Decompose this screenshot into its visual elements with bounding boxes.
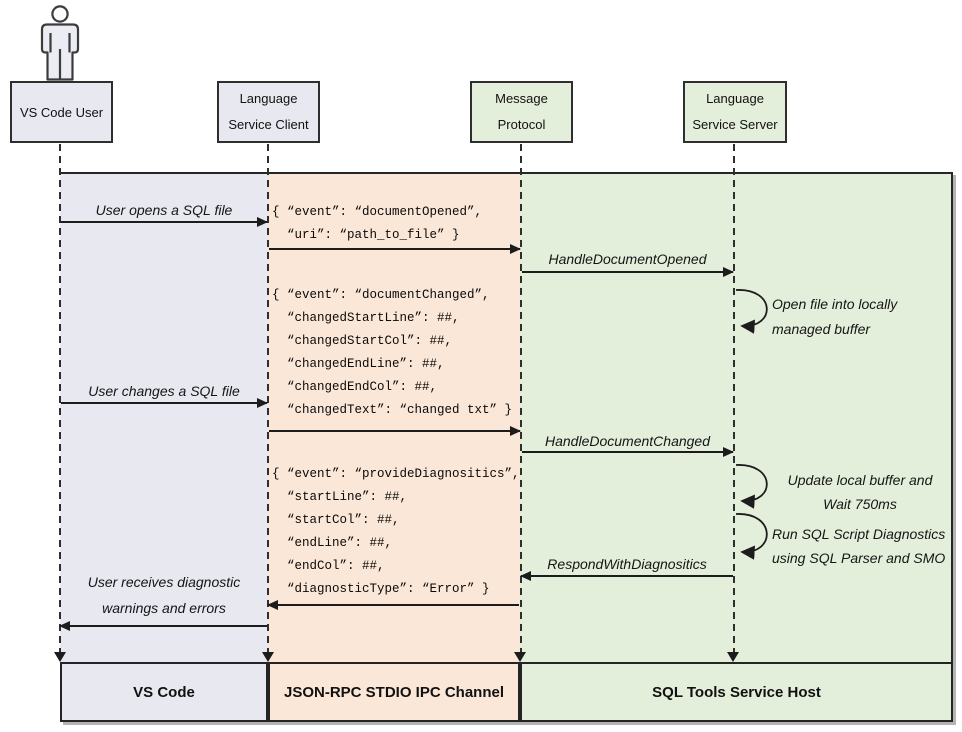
lane-service-host-background bbox=[520, 174, 951, 722]
note-run-diagnostics: Run SQL Script Diagnostics using SQL Par… bbox=[772, 526, 946, 566]
actor-box-language-service-server: Language Service Server bbox=[683, 81, 787, 143]
arrow-user-opens-sql-file bbox=[61, 217, 268, 227]
actor-label-line2: Protocol bbox=[497, 117, 546, 132]
lane-box-ipc-channel: JSON-RPC STDIO IPC Channel bbox=[268, 662, 520, 722]
actor-box-vscode-user: VS Code User bbox=[10, 81, 113, 143]
swimlane-band bbox=[60, 172, 953, 722]
payload-document-changed: { “event”: “documentChanged”, “changedSt… bbox=[272, 288, 513, 417]
label-respond-with-diagnostics: RespondWithDiagnositics bbox=[547, 556, 707, 572]
note-open-file: Open file into locally managed buffer bbox=[772, 296, 898, 337]
person-icon bbox=[40, 5, 80, 81]
actor-label-line1: Language bbox=[706, 91, 764, 106]
lane-box-service-host: SQL Tools Service Host bbox=[520, 662, 953, 722]
arrow-document-opened-payload bbox=[269, 244, 521, 254]
lifeline-end-arrow-user bbox=[54, 652, 66, 662]
lane-ipc-channel-background bbox=[268, 174, 520, 722]
lane-vscode-background bbox=[60, 174, 268, 722]
lifeline-end-arrow-client bbox=[262, 652, 274, 662]
label-user-opens: User opens a SQL file bbox=[95, 202, 233, 218]
lifeline-language-service-client bbox=[267, 144, 269, 654]
arrow-user-changes-sql-file bbox=[61, 398, 268, 408]
lifeline-end-arrow-server bbox=[727, 652, 739, 662]
lifeline-message-protocol bbox=[520, 144, 522, 654]
arrow-handle-document-changed bbox=[522, 447, 734, 457]
arrow-diagnostics-to-client bbox=[267, 600, 519, 610]
lane-label: VS Code bbox=[133, 683, 195, 701]
actor-label-line2: Service Client bbox=[228, 117, 309, 132]
actor-box-language-service-client: Language Service Client bbox=[217, 81, 320, 143]
lane-label: SQL Tools Service Host bbox=[652, 683, 821, 701]
label-user-changes: User changes a SQL file bbox=[88, 383, 240, 399]
arrow-respond-with-diagnostics bbox=[520, 571, 733, 581]
label-handle-document-changed: HandleDocumentChanged bbox=[545, 433, 710, 449]
arrow-document-changed-payload bbox=[269, 426, 521, 436]
lifeline-language-service-server bbox=[733, 144, 735, 654]
arrow-handle-document-opened bbox=[522, 267, 734, 277]
payload-document-opened: { “event”: “documentOpened”, “uri”: “pat… bbox=[272, 205, 483, 242]
lifeline-vscode-user bbox=[59, 144, 61, 654]
actor-label-line1: Language bbox=[239, 91, 298, 106]
label-user-receives: User receives diagnostic warnings and er… bbox=[87, 574, 241, 616]
label-handle-document-opened: HandleDocumentOpened bbox=[548, 251, 707, 267]
lane-box-vscode: VS Code bbox=[60, 662, 268, 722]
payload-provide-diagnostics: { “event”: “provideDiagnositics”, “start… bbox=[272, 467, 520, 596]
lifeline-end-arrow-protocol bbox=[514, 652, 526, 662]
actor-label-line1: Message bbox=[495, 91, 548, 106]
note-update-buffer: Update local buffer and Wait 750ms bbox=[787, 472, 933, 512]
actor-label: VS Code User bbox=[19, 104, 104, 120]
actor-label-line2: Service Server bbox=[692, 117, 778, 132]
arrow-diagnostics-to-user bbox=[59, 621, 267, 631]
actor-box-message-protocol: Message Protocol bbox=[470, 81, 573, 143]
lane-label: JSON-RPC STDIO IPC Channel bbox=[283, 683, 505, 701]
